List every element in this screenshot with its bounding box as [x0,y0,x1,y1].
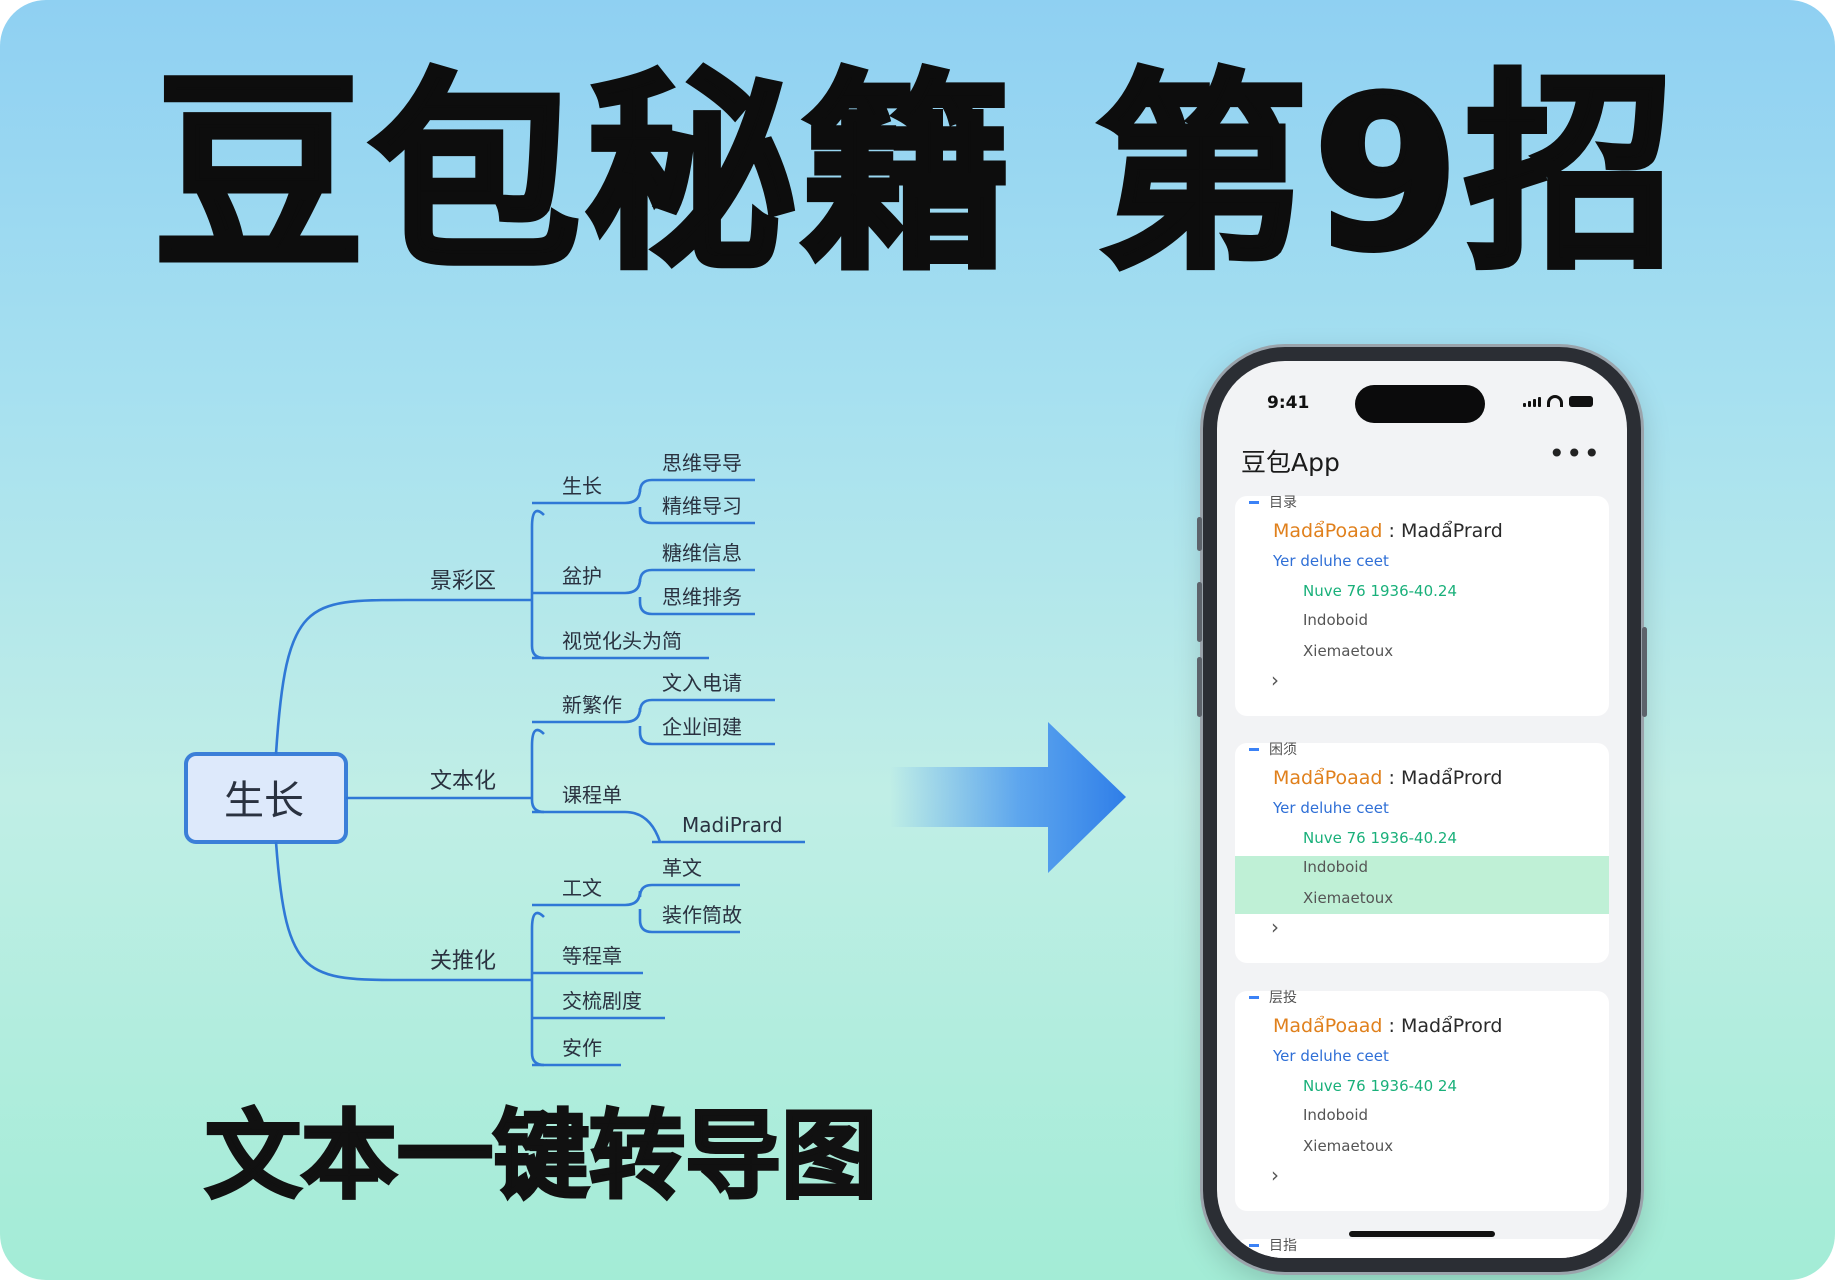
card-title-key: MadẩPoaad [1273,1015,1383,1037]
card-subtitle: Yer deluhe ceet [1273,1047,1389,1065]
card-heading: 目指 [1249,1233,1297,1257]
card-title-value: MadẩPrard [1400,520,1503,542]
mindmap-root-label: 生长 [224,778,304,824]
chevron-right-icon[interactable]: › [1271,915,1279,939]
card-title-value: MadẩPrord [1400,1015,1503,1037]
mindmap-sub-label: 课程单 [562,783,622,807]
mindmap-leaf-connector [624,810,662,843]
card-meta: Xiemaetoux [1303,642,1394,660]
mindmap-leaf-label: 思维导导 [662,451,742,475]
dynamic-island [1355,385,1485,423]
dash-icon [1249,747,1259,751]
mindmap-sub-label: 安作 [562,1036,602,1060]
app-title: 豆包App [1241,448,1340,477]
mindmap-leaf-label: 糖维信息 [662,541,742,565]
mindmap-branch-line [274,598,532,755]
phone-side-button [1197,517,1202,551]
poster-subline: 文本一键转导图 [204,1100,879,1212]
mindmap-leaf-connector [624,478,653,525]
note-card[interactable]: 目指MadẩPoaad [1235,1238,1609,1258]
mindmap-leaf-connector [624,698,653,746]
card-heading-text: 困须 [1269,742,1297,758]
card-heading: 困须 [1249,737,1297,761]
dash-icon [1249,500,1259,504]
card-title-key: MadẩPoaad [1273,520,1383,542]
card-subtitle: Yer deluhe ceet [1273,552,1389,570]
mindmap-branch-line [274,841,532,982]
card-title: MadẩPoaad : MadẩPrord [1273,1015,1502,1037]
dash-icon [1249,1243,1259,1247]
card-title-sep: : [1382,1015,1401,1037]
card-note: Nuve 76 1936-40.24 [1303,582,1457,600]
card-note: Nuve 76 1936-40 24 [1303,1077,1457,1095]
mindmap-sub-label: 视觉化头为简 [562,629,682,653]
mindmap-sub-label: 等程章 [562,944,622,968]
wifi-icon [1547,395,1563,407]
mindmap-sub-label: 生长 [562,474,602,498]
mindmap-leaf-label: 革文 [662,856,702,880]
mindmap-connector-line [530,728,545,814]
mindmap-connector-line [530,911,545,1067]
mindmap-leaf-connector [624,568,653,616]
mindmap-leaf-connector [624,883,653,934]
home-indicator [1349,1231,1495,1237]
mindmap-sub-label: 盆护 [562,564,602,588]
card-heading-text: 目指 [1269,1238,1297,1254]
mindmap-branch-label: 景彩区 [430,569,496,594]
card-title: MadẩPoaad : MadẩPrard [1273,520,1503,542]
card-subtitle: Yer deluhe ceet [1273,799,1389,817]
mindmap-leaf-label: 精维导习 [662,494,742,518]
card-meta: Xiemaetoux [1303,1137,1394,1155]
status-icons [1523,395,1593,407]
mindmap-branch-label: 关推化 [430,949,496,974]
card-title-sep: : [1382,520,1401,542]
right-arrow-icon [890,722,1126,873]
card-meta: Indoboid [1303,1106,1369,1124]
chevron-right-icon[interactable]: › [1271,1163,1279,1187]
phone-volume-up-button [1197,582,1202,642]
card-meta: Indoboid [1303,858,1369,876]
battery-icon [1569,396,1593,407]
phone-volume-down-button [1197,657,1202,717]
mindmap-leaf-label: 思维排务 [662,585,742,609]
card-title-value: MadẩPrord [1400,767,1503,789]
card-meta: Indoboid [1303,611,1369,629]
mindmap-leaf-label: 装作筒故 [662,903,742,927]
mindmap-connector-line [530,509,545,660]
mindmap-leaf-label: 企业间建 [662,715,742,739]
poster-headline: 豆包秘籍 第9招 [151,52,1682,297]
card-heading-text: 层投 [1269,990,1297,1006]
card-note: Nuve 76 1936-40.24 [1303,829,1457,847]
mindmap-branch-label: 文本化 [430,769,496,794]
mindmap-sub-label: 新繁作 [562,693,622,717]
card-title-sep: : [1382,767,1401,789]
card-heading: 目录 [1249,490,1297,514]
more-dots-icon[interactable]: ••• [1548,437,1601,470]
mindmap-sub-label: 工文 [562,876,602,900]
card-heading: 层投 [1249,985,1297,1009]
card-meta: Xiemaetoux [1303,889,1394,907]
app-header: 豆包App ••• [1217,431,1627,483]
card-title: MadẩPoaad : MadẩPrord [1273,767,1502,789]
chevron-right-icon[interactable]: › [1271,668,1279,692]
signal-icon [1523,397,1541,407]
mindmap-leaf-label: MadiPrard [682,813,783,837]
card-heading-text: 目录 [1269,495,1297,511]
phone-power-button [1642,627,1647,717]
mindmap-leaf-label: 文入电请 [662,671,742,695]
dash-icon [1249,995,1259,999]
status-time: 9:41 [1267,393,1310,413]
highlight-band [1235,856,1609,914]
mindmap-sub-label: 交梳剧度 [562,989,642,1013]
card-title-key: MadẩPoaad [1273,767,1383,789]
